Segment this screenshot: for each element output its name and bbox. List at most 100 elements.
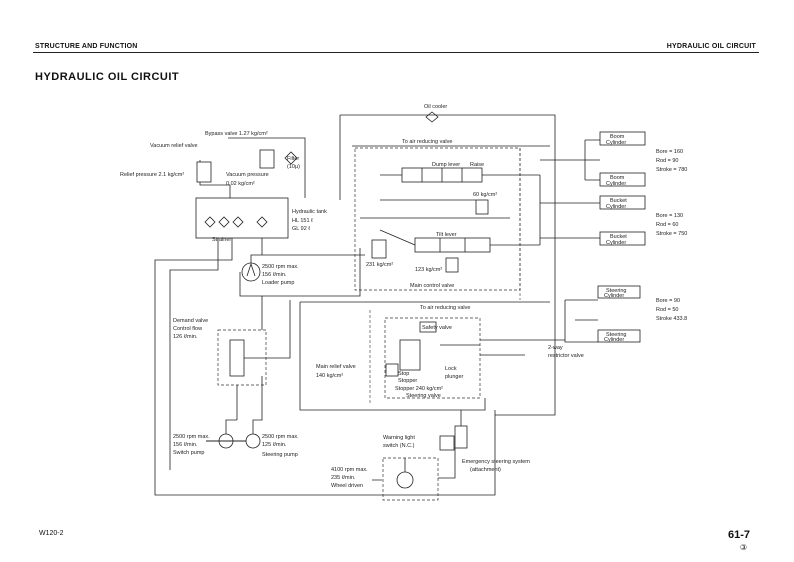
- label-vacuum-value: 0.02 kg/cm²: [226, 181, 255, 187]
- safety-valve: [419, 321, 437, 333]
- main-relief-valve: [385, 363, 399, 377]
- header-divider: [33, 52, 759, 53]
- loader-pump-delivery: [250, 254, 365, 263]
- label-demand-2: Control flow: [173, 326, 202, 332]
- steering-pump: [245, 433, 261, 449]
- label-flow-156: 156 ℓ/min.: [262, 272, 287, 278]
- label-relief-pressure: Relief pressure 2.1 kg/cm²: [120, 172, 184, 178]
- tank-bypass-line: [228, 137, 306, 198]
- label-boom-3: Boom: [610, 175, 625, 181]
- label-tank-2: HL 151 ℓ: [292, 218, 313, 224]
- label-switch-flow: 156 ℓ/min.: [173, 442, 198, 448]
- label-bucket-2: Cylinder: [606, 204, 626, 210]
- label-vacuum-relief: Vacuum relief valve: [150, 143, 198, 149]
- label-boom-2: Cylinder: [606, 140, 626, 146]
- filter-symbol: [284, 151, 298, 165]
- tilt-spool-divider: [439, 238, 466, 252]
- return-line-top: [340, 114, 556, 416]
- label-tilt-lever: Tilt lever: [436, 232, 457, 238]
- label-steer-1: Steering: [606, 288, 627, 294]
- strainer-4-symbol: [256, 216, 268, 228]
- label-emergency-1: Emergency steering system: [462, 459, 530, 465]
- label-safety-valve: Safety valve: [422, 325, 452, 331]
- oil-cooler-symbol: [425, 111, 439, 123]
- label-main-control-valve: Main control valve: [410, 283, 454, 289]
- label-filter: Filter: [287, 156, 299, 162]
- label-lock-2: plunger: [445, 374, 464, 380]
- label-to-ppc-2: To air reducing valve: [420, 305, 470, 311]
- steering-return-line: [299, 302, 486, 411]
- label-bucket-spec-3: Stroke = 750: [656, 231, 687, 237]
- label-steer-4: Cylinder: [604, 337, 624, 343]
- suction-line-steer: [154, 238, 496, 496]
- label-switch-rpm: 2500 rpm max.: [173, 434, 210, 440]
- label-stopper: Stopper: [398, 378, 417, 384]
- header-section-title: STRUCTURE AND FUNCTION: [35, 43, 138, 50]
- label-to-ppc-1: To air reducing valve: [402, 139, 452, 145]
- emergency-lines: [372, 410, 462, 481]
- label-steering-pump: Steering pump: [262, 452, 298, 458]
- pump-outlet-lines: [225, 376, 263, 434]
- label-vacuum-pressure: Vacuum pressure: [226, 172, 269, 178]
- label-steering-valve: Steering valve: [406, 393, 441, 399]
- label-steer-3: Steering: [606, 332, 627, 338]
- demand-valve-spool: [229, 339, 245, 377]
- label-steer-spec-3: Stroke 433.8: [656, 316, 687, 322]
- mcv-internal-lines: [360, 174, 540, 246]
- label-stop: Stop: [398, 371, 409, 377]
- label-two-way-2: restrictor valve: [548, 353, 584, 359]
- suction-line-switch: [169, 238, 219, 470]
- label-boom-spec-2: Rod = 90: [656, 158, 678, 164]
- bypass-valve: [259, 149, 275, 169]
- demand-valve-lines: [236, 296, 291, 420]
- label-tank-3: GL 92 ℓ: [292, 226, 310, 232]
- label-emergency-2: (attachment): [470, 467, 501, 473]
- steering-cyl-lines: [564, 299, 598, 343]
- label-bucket-spec-1: Bore = 130: [656, 213, 683, 219]
- bucket-cylinder-upper: [599, 195, 646, 210]
- steering-cylinder-lower: [597, 329, 641, 343]
- page-sub-mark: ③: [739, 543, 747, 552]
- steering-valve-block: [384, 317, 481, 399]
- hydraulic-tank: [195, 197, 289, 239]
- label-wheel-rpm: 4100 rpm max.: [331, 467, 368, 473]
- wheel-driven-pump: [396, 471, 414, 489]
- strainer-3-symbol: [232, 216, 244, 228]
- emergency-pump-block: [382, 457, 439, 501]
- loader-pump-arrow: [246, 262, 256, 277]
- bucket-lines: [539, 175, 600, 245]
- label-steer-flow: 125 ℓ/min.: [262, 442, 287, 448]
- label-kgcm-123: 123 kg/cm²: [415, 267, 442, 273]
- label-loader-pump: Loader pump: [262, 280, 294, 286]
- label-strainer: Strainer: [212, 237, 231, 243]
- label-steer-rpm: 2500 rpm max.: [262, 434, 299, 440]
- label-two-way-1: 2-way: [548, 345, 563, 351]
- page-title: HYDRAULIC OIL CIRCUIT: [35, 71, 180, 83]
- boom-cylinder-upper: [599, 131, 646, 146]
- label-dump-lever: Dump lever: [432, 162, 460, 168]
- label-boom-spec-1: Bore = 160: [656, 149, 683, 155]
- warning-light-switch: [439, 435, 455, 451]
- page-number: 61-7: [727, 529, 750, 541]
- label-wheel-flow: 235 ℓ/min.: [331, 475, 356, 481]
- emergency-valve: [454, 425, 468, 449]
- label-bypass-valve: Bypass valve 1.27 kg/cm²: [205, 131, 268, 137]
- loader-pump-drain: [239, 248, 361, 297]
- strainer-2-symbol: [218, 216, 230, 228]
- loader-pump: [241, 262, 261, 282]
- label-main-relief-2: 140 kg/cm²: [316, 373, 343, 379]
- label-main-relief-1: Main relief valve: [316, 364, 356, 370]
- bucket-cylinder-lower: [599, 231, 646, 246]
- boom-lines: [540, 139, 600, 181]
- label-demand-3: 126 ℓ/min.: [173, 334, 198, 340]
- label-bucket-3: Bucket: [610, 234, 627, 240]
- label-bucket-1: Bucket: [610, 198, 627, 204]
- label-kgcm-231: 231 kg/cm²: [366, 262, 393, 268]
- label-raise: Raise: [470, 162, 484, 168]
- footer-code: W120-2: [39, 530, 64, 537]
- label-boom-1: Boom: [610, 134, 625, 140]
- strainer-1-symbol: [204, 216, 216, 228]
- steering-valve-lines: [440, 339, 565, 356]
- tilt-lever-spool: [414, 237, 491, 253]
